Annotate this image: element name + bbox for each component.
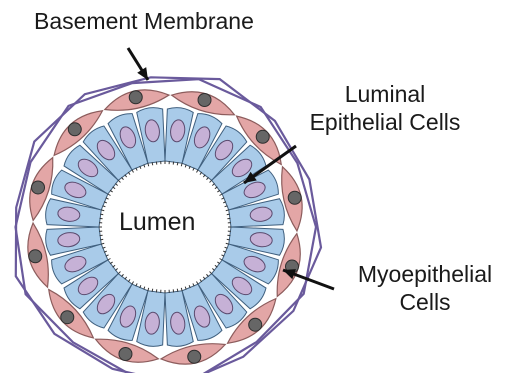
basement-membrane-label: Basement Membrane <box>34 7 254 35</box>
myo-label-line-2: Cells <box>330 288 520 316</box>
myoepithelial-nucleus <box>249 318 262 331</box>
luminal-label-line-2: Epithelial Cells <box>285 108 485 136</box>
myoepithelial-nucleus <box>68 123 81 136</box>
myoepithelial-nucleus <box>256 130 269 143</box>
myoepithelial-nucleus <box>29 250 42 263</box>
myoepithelial-cells-label: Myoepithelial Cells <box>330 260 520 316</box>
myoepithelial-nucleus <box>129 91 142 104</box>
luminal-label-line-1: Luminal <box>285 80 485 108</box>
myoepithelial-nucleus <box>198 94 211 107</box>
luminal-epithelial-cells-label: Luminal Epithelial Cells <box>285 80 485 136</box>
lumen-label: Lumen <box>119 208 195 236</box>
myoepithelial-nucleus <box>119 347 132 360</box>
myoepithelial-nucleus <box>188 350 201 363</box>
myo-label-line-1: Myoepithelial <box>330 260 520 288</box>
myoepithelial-nucleus <box>288 191 301 204</box>
myoepithelial-nucleus <box>32 181 45 194</box>
myoepithelial-nucleus <box>61 311 74 324</box>
